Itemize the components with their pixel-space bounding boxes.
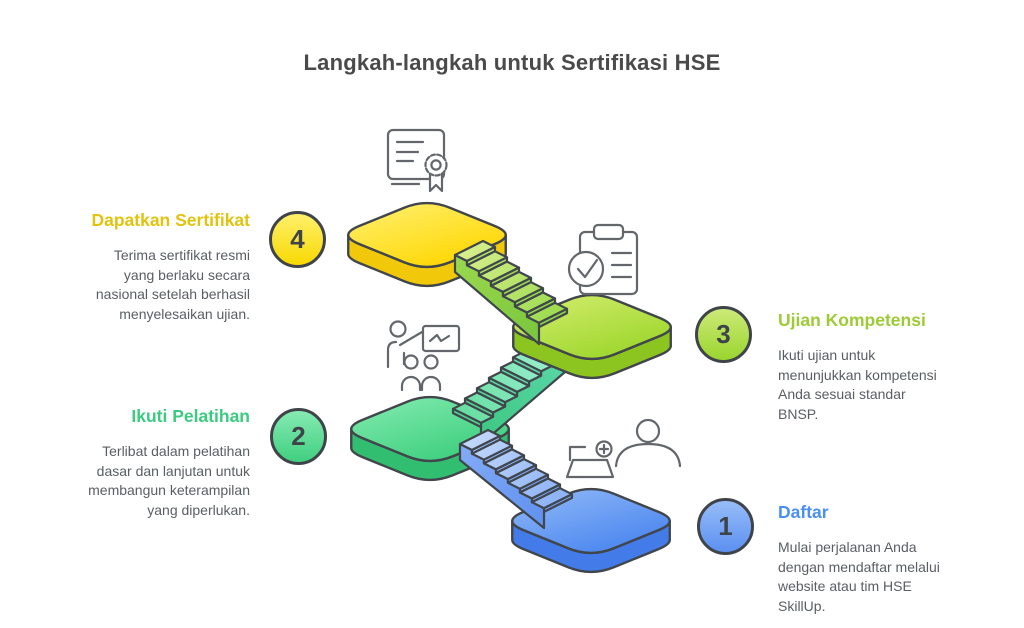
stairs-step4-to-step3 <box>453 239 569 346</box>
laptop-register-icon <box>565 418 682 479</box>
step-2-text-block: Ikuti Pelatihan Terlibat dalam pelatihan… <box>44 406 250 520</box>
step-4-number-badge: 4 <box>269 211 326 268</box>
step-2-number-badge: 2 <box>270 408 327 465</box>
step-4-description: Terima sertifikat resmi yang berlaku sec… <box>95 247 250 322</box>
step-3-number-badge: 3 <box>695 306 752 363</box>
step-2-heading: Ikuti Pelatihan <box>131 406 250 426</box>
step-2-description: Terlibat dalam pelatihan dasar dan lanju… <box>88 443 250 518</box>
step-2-number: 2 <box>291 421 306 451</box>
training-presentation-icon <box>386 320 461 392</box>
certificate-icon <box>386 128 448 193</box>
step-4-number: 4 <box>290 224 305 254</box>
step-3-text-block: Ujian Kompetensi Ikuti ujian untuk menun… <box>778 310 984 424</box>
step-1-number-badge: 1 <box>697 498 754 555</box>
step-1-heading: Daftar <box>778 502 829 522</box>
step-3-number: 3 <box>716 319 731 349</box>
page-title: Langkah-langkah untuk Sertifikasi HSE <box>303 50 721 75</box>
step-4-text-block: Dapatkan Sertifikat Terima sertifikat re… <box>44 210 250 324</box>
step-1-description: Mulai perjalanan Anda dengan mendaftar m… <box>778 539 940 614</box>
step-3-heading: Ujian Kompetensi <box>778 310 926 330</box>
stairs-step2-to-step1 <box>458 428 574 530</box>
step-1-number: 1 <box>718 511 733 541</box>
step-1-text-block: Daftar Mulai perjalanan Anda dengan mend… <box>778 502 984 616</box>
clipboard-check-icon <box>567 223 639 296</box>
step-3-description: Ikuti ujian untuk menunjukkan kompetensi… <box>778 347 937 422</box>
step-4-heading: Dapatkan Sertifikat <box>91 210 250 230</box>
